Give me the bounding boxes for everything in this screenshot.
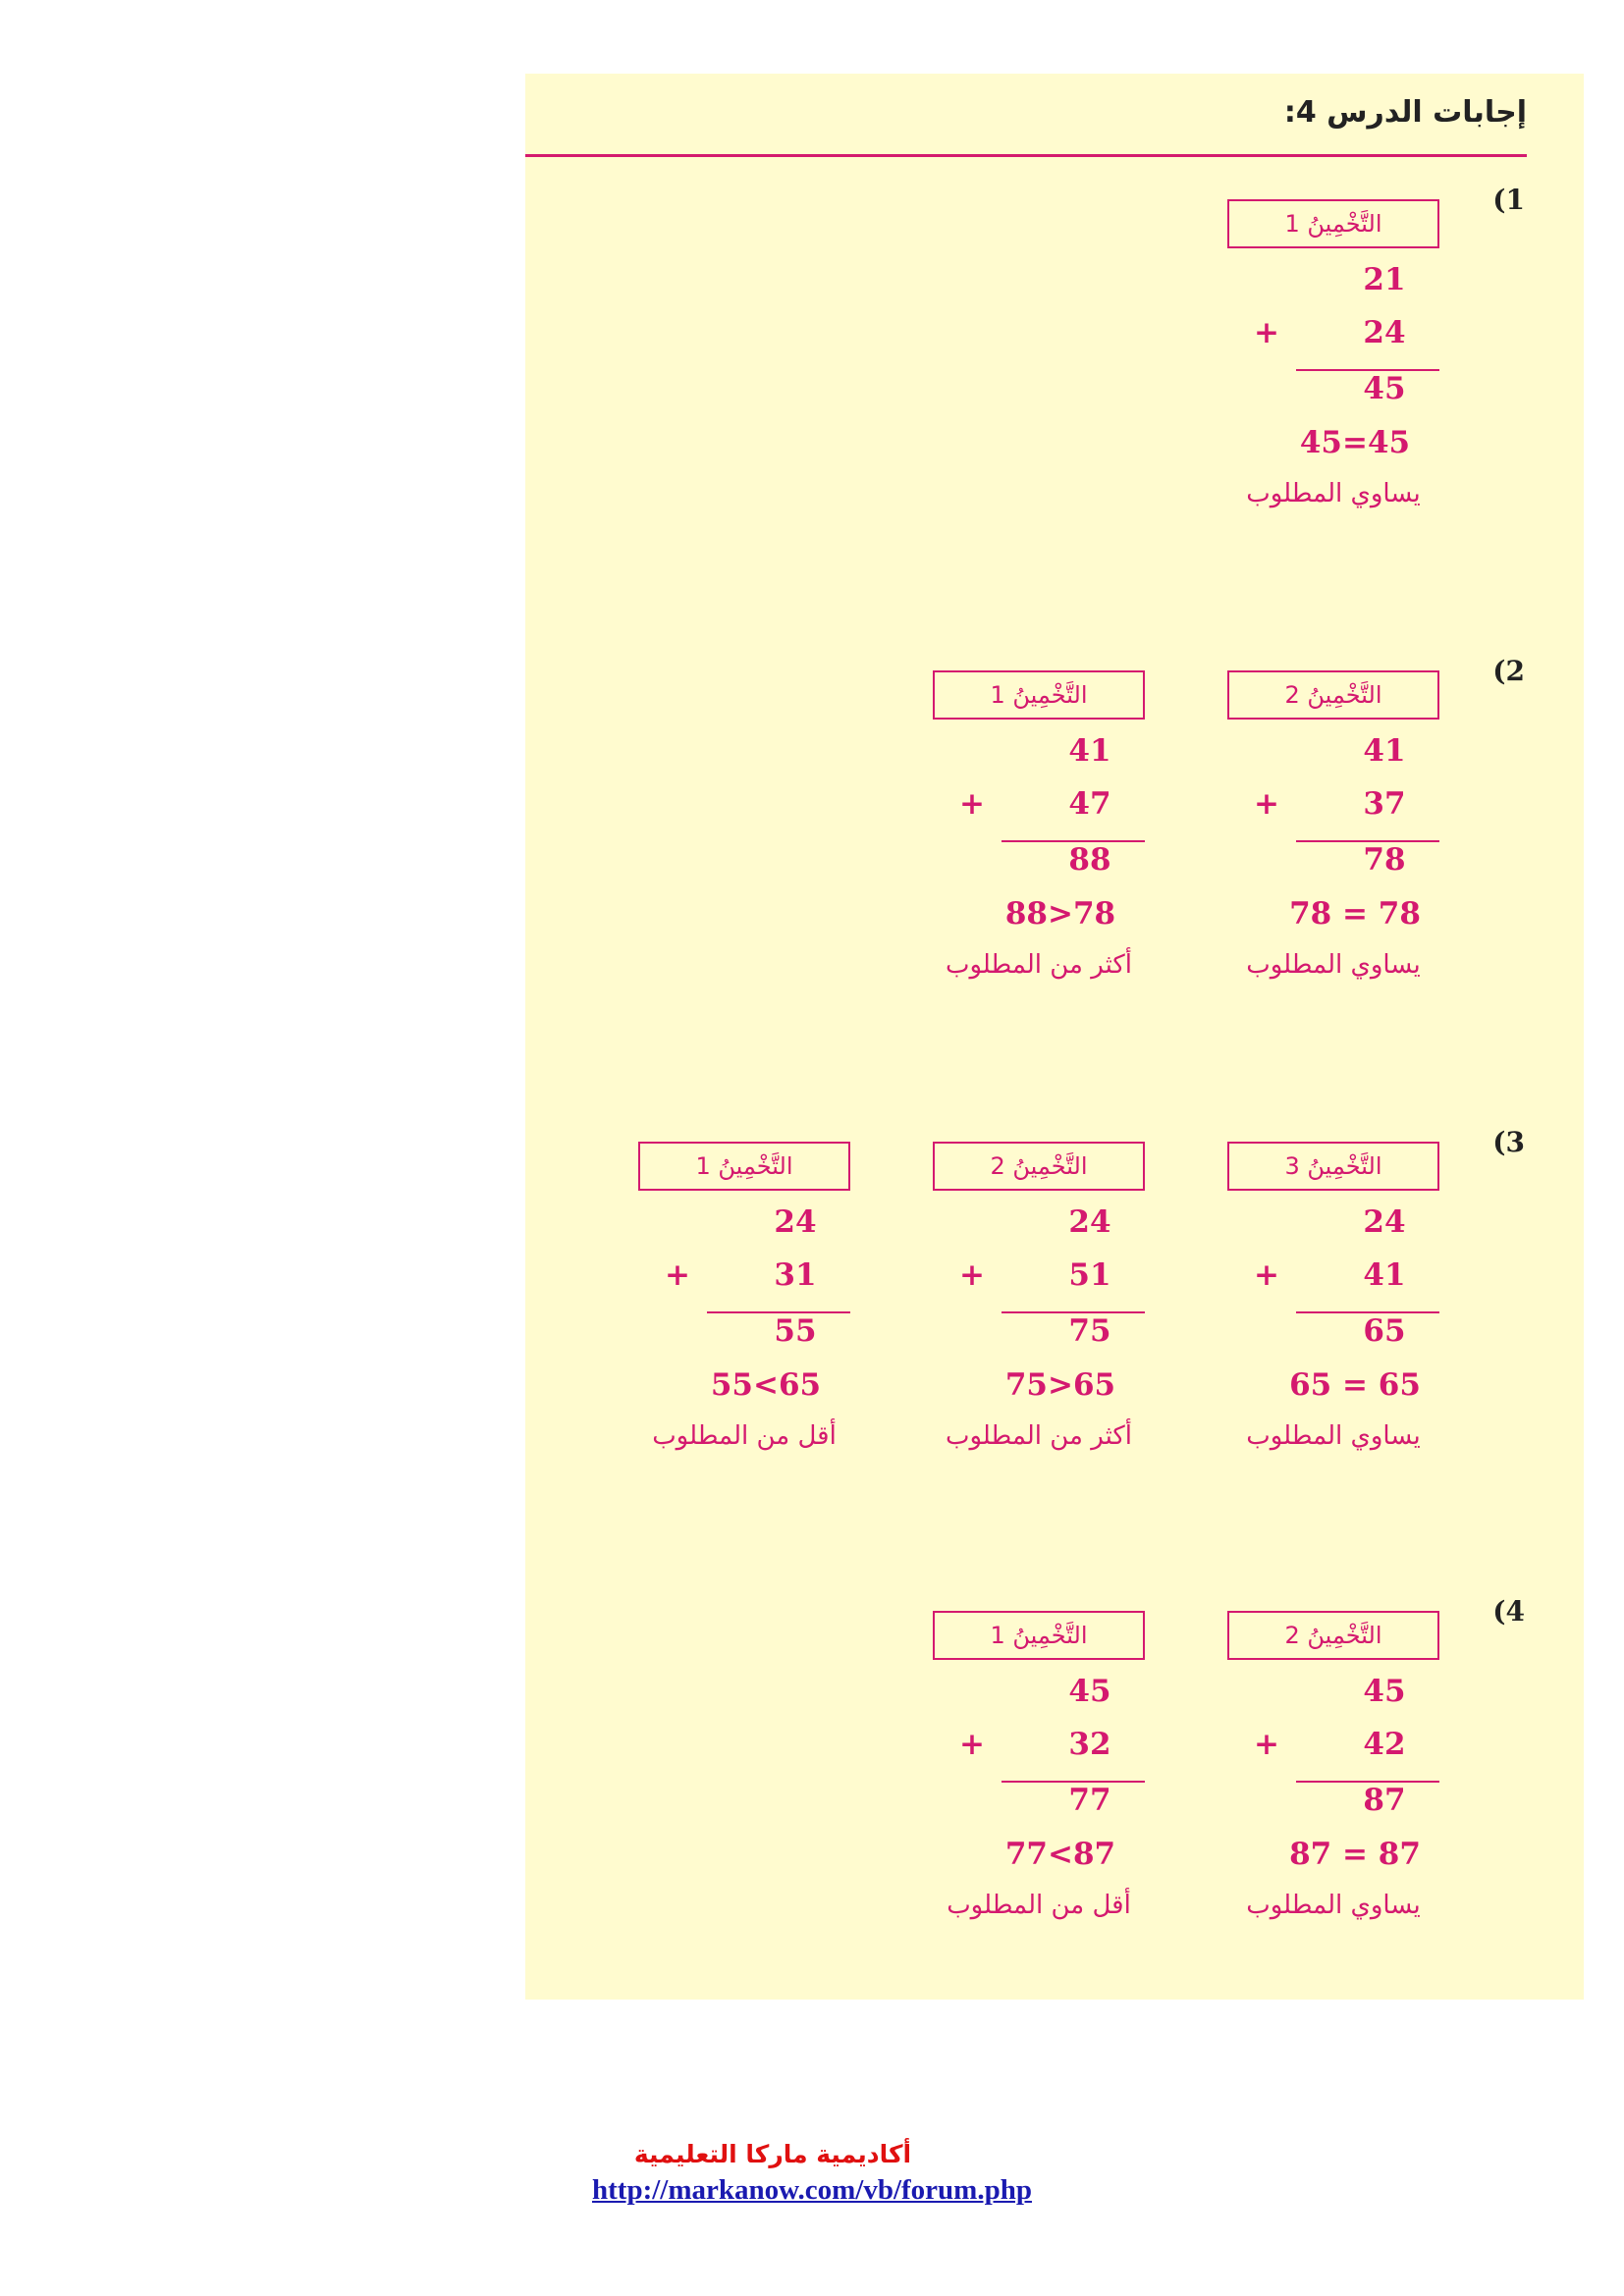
answers-panel: إجابات الدرس 4: (1 التَّخْمِينُ 1 21 + 2… (525, 74, 1584, 2000)
comparison: 75>65 (1004, 1367, 1116, 1403)
guess-label: التَّخْمِينُ 2 (1227, 1611, 1439, 1660)
plus-sign: + (959, 1257, 985, 1293)
plus-sign: + (1254, 786, 1279, 822)
sum: 45 (1363, 371, 1406, 406)
question-number: (1 (1492, 184, 1525, 216)
guess-block: التَّخْمِينُ 2 45 + 42 87 87 = 87 يساوي … (1227, 1611, 1443, 1920)
sum: 88 (1068, 842, 1111, 878)
addend-1: 45 (1068, 1674, 1111, 1709)
guess-label: التَّخْمِينُ 1 (1227, 199, 1439, 248)
verdict: أقل من المطلوب (947, 1891, 1131, 1920)
comparison: 78 = 78 (1289, 896, 1421, 932)
sum: 78 (1363, 842, 1406, 878)
verdict: يساوي المطلوب (1246, 479, 1421, 508)
addend-1: 41 (1068, 733, 1111, 769)
guess-block: التَّخْمِينُ 1 45 + 32 77 77<87 أقل من ا… (933, 1611, 1149, 1920)
verdict: يساوي المطلوب (1246, 1421, 1421, 1451)
plus-sign: + (1254, 1257, 1279, 1293)
page-title: إجابات الدرس 4: (1283, 95, 1527, 130)
addend-2: 42 (1363, 1727, 1406, 1762)
sum-line (1296, 840, 1439, 842)
guess-label: التَّخْمِينُ 1 (933, 1611, 1145, 1660)
guess-label: التَّخْمِينُ 3 (1227, 1142, 1439, 1191)
sum-line (1001, 1311, 1145, 1313)
comparison: 88>78 (1004, 896, 1116, 932)
sum-line (1296, 1781, 1439, 1783)
addend-2: 51 (1068, 1257, 1111, 1293)
addend-1: 41 (1363, 733, 1406, 769)
guess-label: التَّخْمِينُ 2 (1227, 670, 1439, 720)
comparison: 87 = 87 (1289, 1837, 1421, 1872)
sum-line (1001, 840, 1145, 842)
verdict: أكثر من المطلوب (945, 950, 1133, 980)
guess-label: التَّخْمِينُ 1 (933, 670, 1145, 720)
addend-2: 47 (1068, 786, 1111, 822)
plus-sign: + (959, 1727, 985, 1762)
addend-1: 45 (1363, 1674, 1406, 1709)
verdict: يساوي المطلوب (1246, 950, 1421, 980)
addend-1: 24 (1068, 1204, 1111, 1240)
forum-link[interactable]: http://markanow.com/vb/forum.php (592, 2174, 1032, 2206)
addend-2: 24 (1363, 315, 1406, 350)
comparison: 77<87 (1004, 1837, 1116, 1872)
guess-block: التَّخْمِينُ 1 24 + 31 55 55<65 أقل من ا… (638, 1142, 854, 1451)
addend-1: 24 (774, 1204, 817, 1240)
addend-1: 21 (1363, 262, 1406, 297)
plus-sign: + (1254, 1727, 1279, 1762)
addend-2: 41 (1363, 1257, 1406, 1293)
guess-block: التَّخْمِينُ 1 21 + 24 45 45=45 يساوي ال… (1227, 199, 1443, 508)
sum: 65 (1363, 1313, 1406, 1349)
addend-2: 31 (774, 1257, 817, 1293)
sum: 77 (1068, 1783, 1111, 1818)
sum-line (1001, 1781, 1145, 1783)
addend-2: 32 (1068, 1727, 1111, 1762)
guess-block: التَّخْمِينُ 2 41 + 37 78 78 = 78 يساوي … (1227, 670, 1443, 980)
verdict: أكثر من المطلوب (945, 1421, 1133, 1451)
verdict: أقل من المطلوب (652, 1421, 837, 1451)
sum: 75 (1068, 1313, 1111, 1349)
footer-title: أكاديمية ماركا التعليمية (633, 2140, 912, 2168)
verdict: يساوي المطلوب (1246, 1891, 1421, 1920)
guess-block: التَّخْمِينُ 2 24 + 51 75 75>65 أكثر من … (933, 1142, 1149, 1451)
guess-block: التَّخْمِينُ 1 41 + 47 88 88>78 أكثر من … (933, 670, 1149, 980)
guess-block: التَّخْمِينُ 3 24 + 41 65 65 = 65 يساوي … (1227, 1142, 1443, 1451)
plus-sign: + (959, 786, 985, 822)
sum-line (707, 1311, 850, 1313)
question-number: (4 (1492, 1595, 1525, 1628)
plus-sign: + (665, 1257, 690, 1293)
comparison: 45=45 (1299, 425, 1411, 460)
addend-1: 24 (1363, 1204, 1406, 1240)
sum: 87 (1363, 1783, 1406, 1818)
sum-line (1296, 369, 1439, 371)
comparison: 65 = 65 (1289, 1367, 1421, 1403)
guess-label: التَّخْمِينُ 1 (638, 1142, 850, 1191)
heading-divider (525, 154, 1527, 157)
sum: 55 (774, 1313, 817, 1349)
plus-sign: + (1254, 315, 1279, 350)
question-number: (3 (1492, 1126, 1525, 1158)
comparison: 55<65 (710, 1367, 822, 1403)
footer: أكاديمية ماركا التعليمية http://markanow… (0, 2140, 1624, 2207)
question-number: (2 (1492, 655, 1525, 687)
addend-2: 37 (1363, 786, 1406, 822)
sum-line (1296, 1311, 1439, 1313)
guess-label: التَّخْمِينُ 2 (933, 1142, 1145, 1191)
